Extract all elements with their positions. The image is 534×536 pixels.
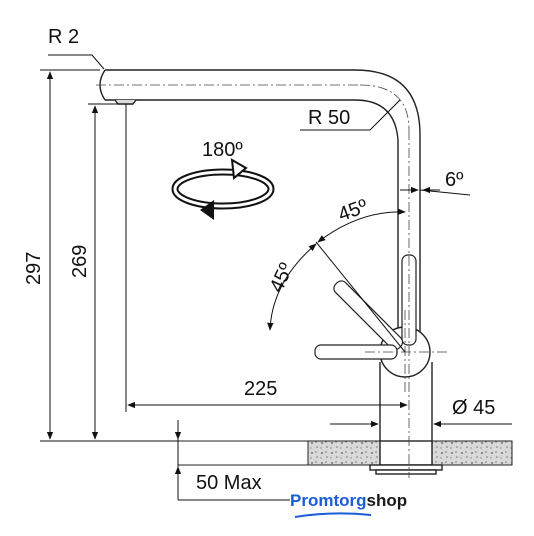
brand-part2: shop	[366, 491, 408, 510]
height-spout-label: 269	[69, 245, 91, 278]
lever-positions	[314, 254, 417, 360]
reach-label: 225	[244, 378, 277, 400]
max-thickness-label: 50 Max	[196, 472, 262, 494]
lever-45	[333, 280, 404, 351]
angle-lower-label: 45º	[266, 259, 299, 296]
brand-part1: Promtorg	[290, 491, 367, 510]
diameter-label: Ø 45	[452, 397, 495, 419]
angle-upper-label: 45º	[335, 195, 371, 226]
height-total-label: 297	[23, 252, 45, 285]
dimension-lines	[40, 54, 512, 501]
rotation-label: 180º	[202, 139, 243, 161]
radius-top-label: R 2	[48, 26, 79, 48]
center-lines	[96, 84, 448, 478]
countertop	[178, 440, 513, 466]
brand-swoosh-icon	[294, 512, 372, 518]
brand-logo: Promtorgshop	[290, 491, 407, 511]
angle-tilt-label: 6º	[445, 169, 464, 191]
faucet-body	[99, 69, 443, 475]
radius-bend-label: R 50	[308, 107, 350, 129]
rotation-arrow-icon	[171, 158, 275, 220]
